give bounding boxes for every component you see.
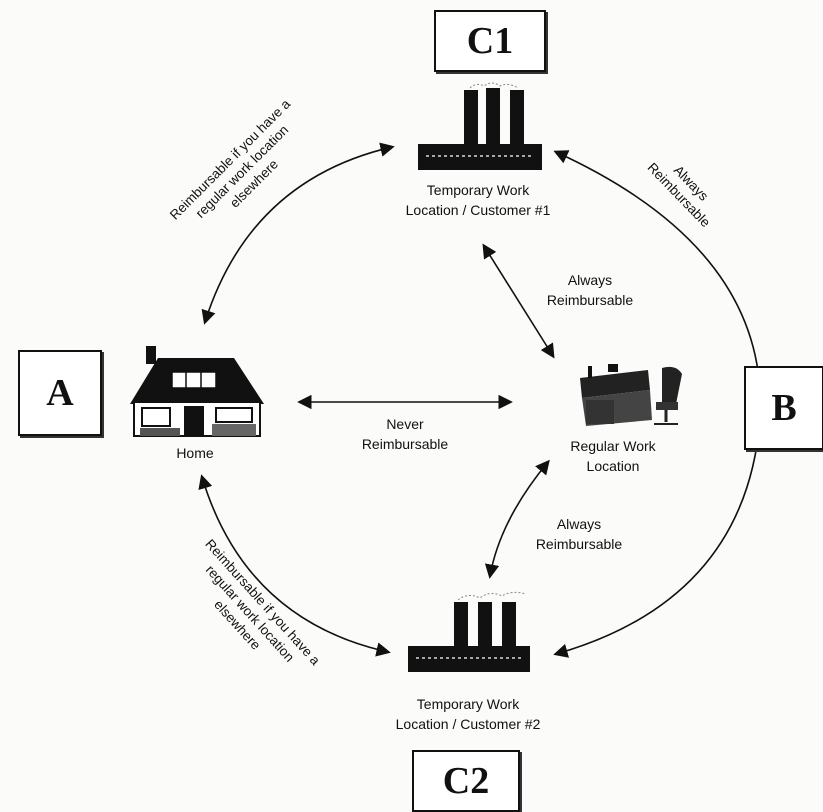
factory-icon — [418, 82, 542, 170]
arrow-temp2-regular — [484, 459, 550, 579]
house-icon — [130, 346, 264, 437]
node-label-temp1: Temporary Work Location / Customer #1 — [405, 182, 551, 218]
edge-label-temp2-regular: Always Reimbursable — [535, 516, 623, 552]
label-box-b: B — [744, 366, 823, 450]
label-box-c1: C1 — [434, 10, 546, 72]
factory-icon — [408, 591, 530, 672]
arrow-temp1-regular — [482, 243, 555, 359]
node-label-temp2: Temporary Work Location / Customer #2 — [395, 696, 541, 732]
edge-label-home-regular: Never Reimbursable — [361, 416, 449, 452]
node-label-home: Home — [176, 445, 214, 461]
arrow-home-temp2 — [198, 474, 391, 657]
node-label-regular: Regular Work Location — [570, 438, 656, 474]
label-box-c2: C2 — [412, 750, 520, 812]
arrow-home-temp1 — [201, 142, 395, 325]
edge-label-temp1-regular: Always Reimbursable — [546, 272, 634, 308]
label-box-a: A — [18, 350, 102, 436]
desk-icon — [580, 364, 682, 426]
